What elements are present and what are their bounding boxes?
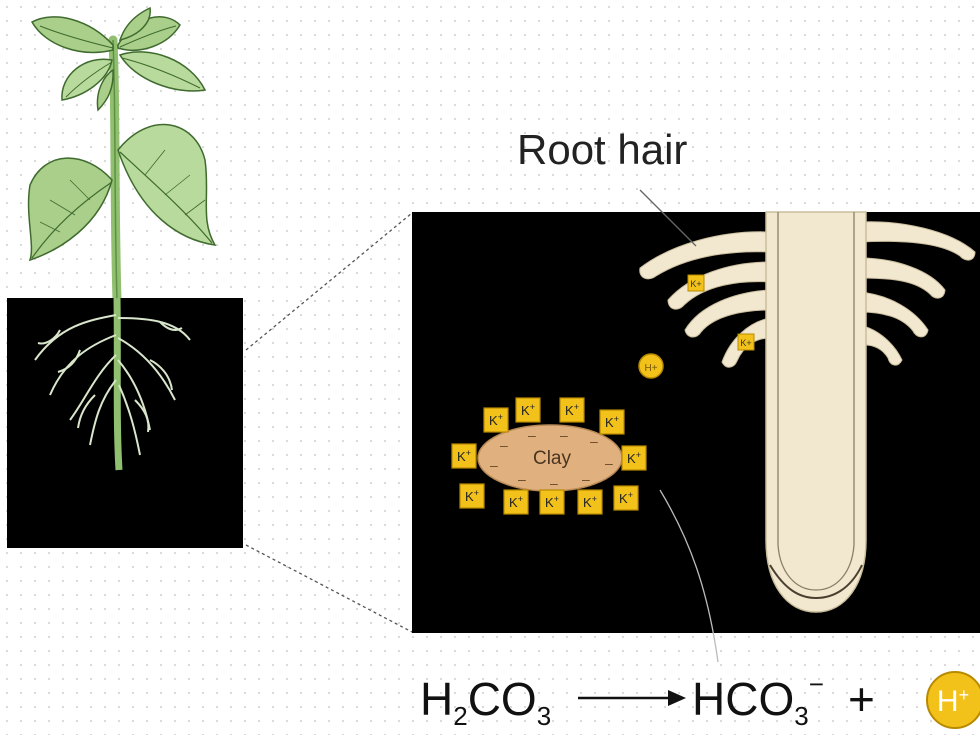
svg-text:K+: K+	[489, 412, 503, 428]
svg-text:–: –	[560, 427, 568, 443]
k-ion: K+	[559, 397, 585, 423]
svg-text:–: –	[500, 437, 508, 453]
k-ion: K+	[515, 397, 541, 423]
k-ion: K+	[599, 409, 625, 435]
root-inner-boundary	[777, 212, 855, 591]
svg-text:–: –	[605, 455, 613, 471]
clay-label: Clay	[533, 448, 572, 469]
k-ion: K+	[483, 407, 509, 433]
equation-product: HCO3−	[692, 669, 824, 731]
svg-text:–: –	[590, 433, 598, 449]
k-ion: K+	[503, 489, 529, 515]
h-ion-free: H+	[638, 353, 664, 379]
reaction-pointer	[659, 489, 719, 663]
svg-text:K+: K+	[521, 402, 535, 418]
equation-reactant: H2CO3	[420, 673, 551, 731]
root-hair-label: Root hair	[517, 126, 687, 173]
svg-text:K+: K+	[565, 402, 579, 418]
reaction-arrowhead	[668, 690, 686, 706]
svg-text:K+: K+	[740, 338, 751, 348]
h-ion-product: H+	[926, 671, 980, 729]
svg-text:–: –	[490, 457, 498, 473]
zoom-line-top	[245, 212, 413, 351]
chemical-equation: H2CO3 HCO3− + H+	[420, 669, 980, 731]
svg-text:K+: K+	[457, 448, 471, 464]
k-ion: K+	[621, 445, 647, 471]
k-ion: K+	[539, 489, 565, 515]
svg-text:K+: K+	[690, 279, 701, 289]
svg-text:–: –	[582, 471, 590, 487]
svg-text:K+: K+	[583, 494, 597, 510]
k-ion: K+	[459, 483, 485, 509]
svg-text:–: –	[528, 427, 536, 443]
equation-plus: +	[848, 673, 875, 725]
k-ion: K+	[613, 485, 639, 511]
svg-text:K+: K+	[619, 490, 633, 506]
svg-text:–: –	[550, 475, 558, 491]
svg-text:K+: K+	[605, 414, 619, 430]
zoom-line-bottom	[245, 544, 413, 633]
plant-illustration	[27, 6, 217, 305]
main-root	[113, 297, 123, 471]
negative-charges: ––– ––– –––	[490, 427, 613, 491]
clay-particle: ––– ––– ––– Clay	[477, 424, 623, 492]
svg-text:K+: K+	[627, 450, 641, 466]
svg-text:K+: K+	[509, 494, 523, 510]
k-ion: K+	[577, 489, 603, 515]
root-cap-line	[769, 564, 863, 600]
root-hairs-right	[859, 221, 976, 366]
k-ion-in-hair-2: K+	[737, 333, 755, 351]
root-tip	[765, 211, 867, 613]
root-hair-pointer	[639, 189, 697, 247]
svg-text:K+: K+	[465, 488, 479, 504]
svg-text:H+: H+	[644, 363, 657, 374]
svg-text:K+: K+	[545, 494, 559, 510]
svg-text:–: –	[518, 471, 526, 487]
soil-cross-section-small	[7, 298, 243, 548]
svg-text:H+: H+	[937, 685, 969, 718]
plant-leaves	[27, 6, 217, 262]
k-ions-around-clay: K+ K+ K+ K+ K+ K+ K+ K+ K+ K+ K+	[451, 397, 647, 515]
k-ion-in-hair-1: K+	[687, 274, 705, 292]
root-system	[34, 314, 191, 456]
k-ion: K+	[451, 443, 477, 469]
